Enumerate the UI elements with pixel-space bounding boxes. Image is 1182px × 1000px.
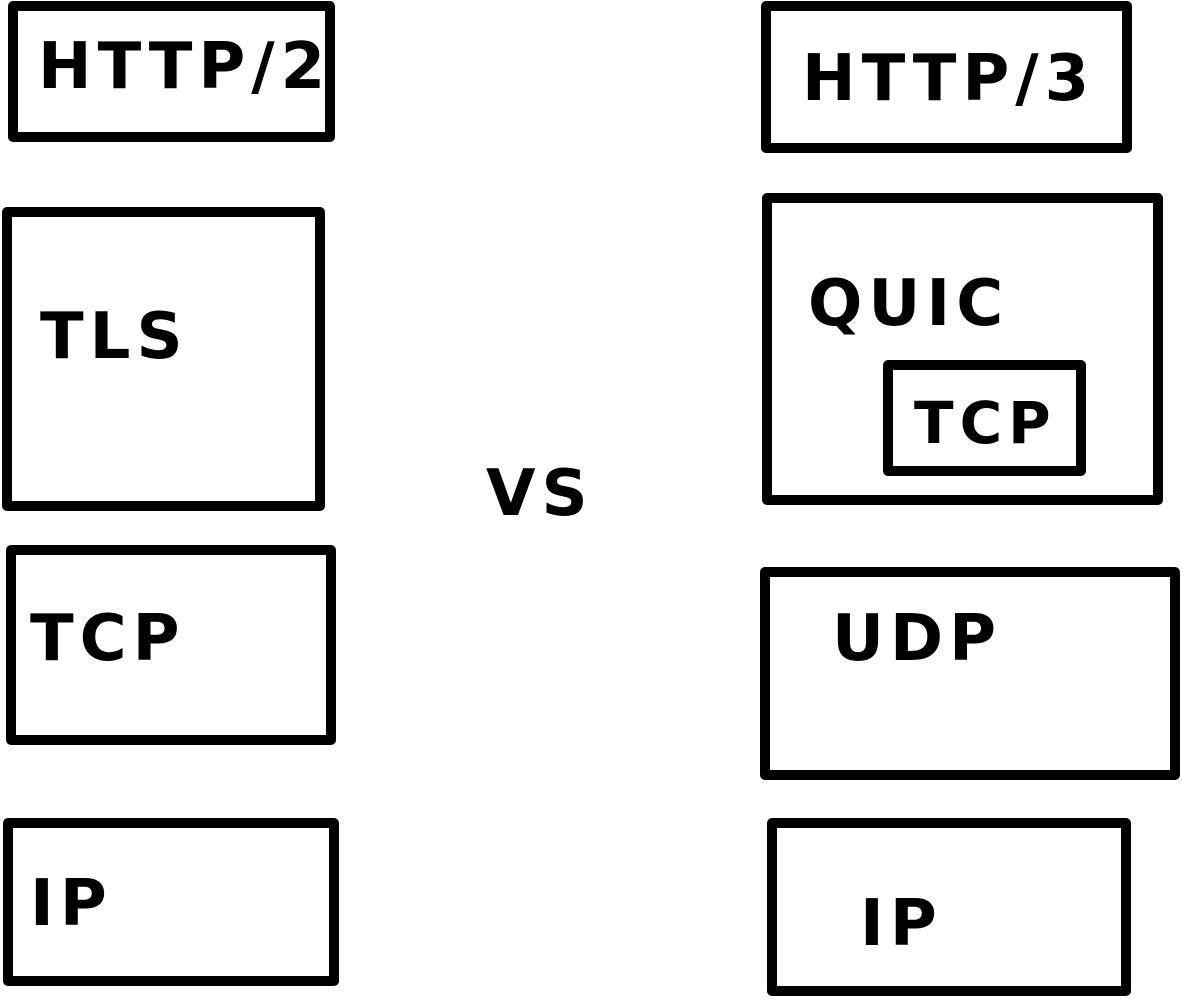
right-nested-tcp: TCP: [883, 360, 1086, 476]
right-nested-tcp-box: [883, 360, 1086, 476]
right-layer-ip: IP: [767, 818, 1131, 996]
left-tls-box: [2, 207, 325, 511]
left-tls-label: TLS: [40, 300, 189, 374]
left-layer-ip: IP: [3, 818, 339, 986]
left-http2-label: HTTP/2: [38, 30, 331, 104]
right-quic-box: [762, 193, 1163, 505]
right-udp-box: [760, 567, 1180, 780]
right-layer-quic: QUIC TCP: [762, 193, 1163, 505]
right-http3-box: [761, 1, 1132, 153]
vs-separator: VS: [486, 457, 594, 531]
left-layer-tcp: TCP: [6, 545, 336, 745]
left-ip-box: [3, 818, 339, 986]
left-tcp-label: TCP: [30, 602, 186, 676]
left-tcp-box: [6, 545, 336, 745]
right-ip-label: IP: [860, 887, 943, 961]
right-layer-udp: UDP: [760, 567, 1180, 780]
right-stack: HTTP/3 QUIC TCP UDP IP: [760, 1, 1180, 996]
left-http2-box: [8, 1, 335, 142]
left-stack: HTTP/2 TLS TCP IP: [2, 1, 339, 986]
right-layer-http3: HTTP/3: [761, 1, 1132, 153]
right-http3-label: HTTP/3: [802, 42, 1095, 116]
right-nested-tcp-label: TCP: [914, 389, 1057, 457]
left-layer-tls: TLS: [2, 207, 325, 511]
left-ip-label: IP: [30, 867, 113, 941]
right-udp-label: UDP: [832, 602, 1002, 676]
left-layer-http2: HTTP/2: [8, 1, 335, 142]
right-ip-box: [767, 818, 1131, 996]
right-quic-label: QUIC: [808, 267, 1009, 341]
